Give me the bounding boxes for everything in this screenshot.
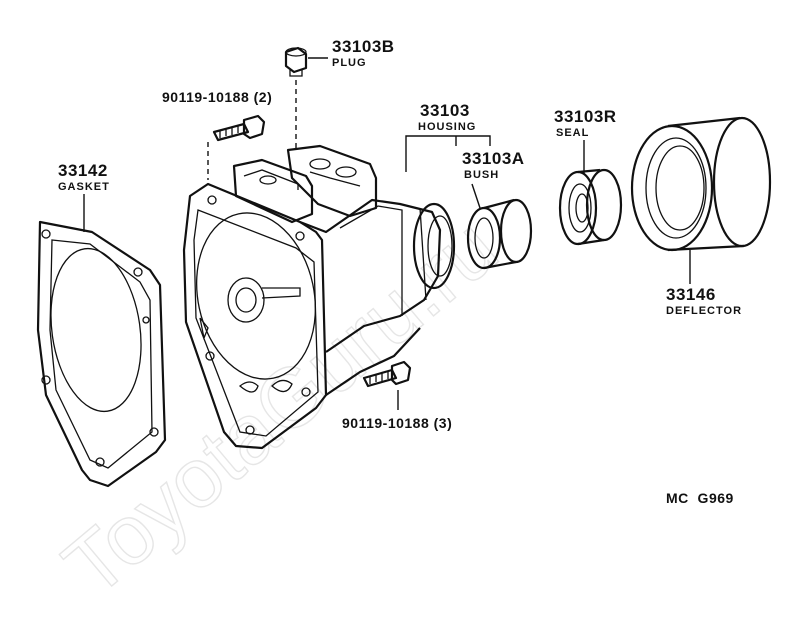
housing-name: HOUSING bbox=[418, 121, 476, 133]
housing-number: 33103 bbox=[420, 101, 470, 120]
bolt-upper-number: 90119-10188 (2) bbox=[162, 89, 272, 105]
label-bolt-upper: 90119-10188 (2) bbox=[162, 89, 272, 105]
watermark: ToyotaGuru.ru bbox=[45, 199, 515, 615]
label-deflector: 33146 DEFLECTOR bbox=[666, 285, 742, 317]
label-plug: 33103B PLUG bbox=[332, 37, 395, 69]
watermark-text: ToyotaGuru.ru bbox=[46, 200, 514, 614]
label-seal: 33103R SEAL bbox=[554, 107, 617, 139]
label-gasket: 33142 GASKET bbox=[58, 161, 110, 193]
deflector-number: 33146 bbox=[666, 285, 716, 304]
bolt-lower-number: 90119-10188 (3) bbox=[342, 415, 452, 431]
bolt-upper-drawing bbox=[207, 114, 266, 180]
seal-name: SEAL bbox=[556, 127, 589, 139]
leader-lines bbox=[83, 57, 691, 410]
bush-number: 33103A bbox=[462, 149, 525, 168]
bolt-lower-drawing bbox=[362, 360, 412, 388]
housing-drawing bbox=[182, 144, 456, 450]
deflector-name: DEFLECTOR bbox=[666, 305, 742, 317]
label-bush: 33103A BUSH bbox=[462, 149, 525, 181]
gasket-drawing bbox=[36, 220, 167, 488]
plug-drawing bbox=[284, 46, 308, 148]
label-bolt-lower: 90119-10188 (3) bbox=[342, 415, 452, 431]
gasket-name: GASKET bbox=[58, 181, 110, 193]
bush-name: BUSH bbox=[464, 169, 499, 181]
plug-name: PLUG bbox=[332, 57, 367, 69]
plug-number: 33103B bbox=[332, 37, 395, 56]
label-housing: 33103 HOUSING bbox=[418, 101, 476, 133]
bush-drawing bbox=[466, 198, 533, 270]
seal-drawing bbox=[558, 168, 623, 246]
seal-number: 33103R bbox=[554, 107, 617, 126]
deflector-drawing bbox=[630, 116, 772, 252]
gasket-number: 33142 bbox=[58, 161, 108, 180]
diagram-code: MC G969 bbox=[666, 490, 734, 506]
label-diagram-code: MC G969 bbox=[666, 490, 734, 506]
